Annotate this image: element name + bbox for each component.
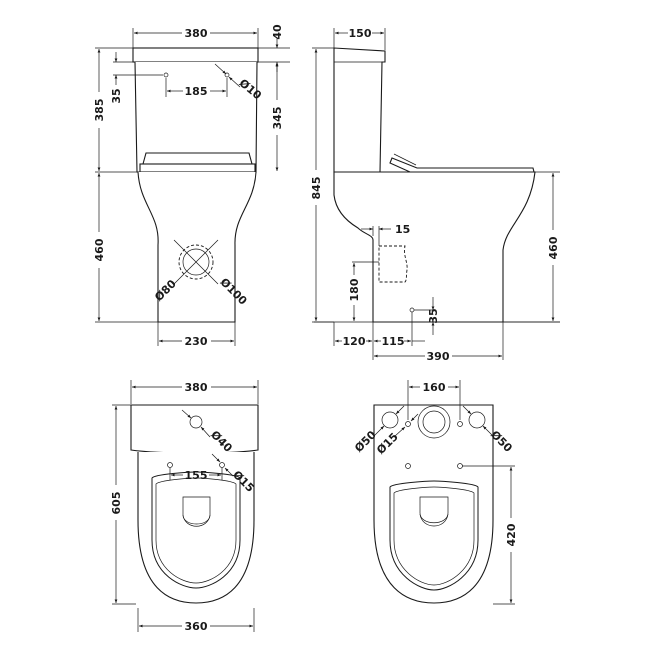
- underside-hinge-cutout: [419, 496, 449, 524]
- dim-side-fixing-from-wall: 115: [382, 335, 405, 348]
- dim-front-lid-height: 40: [271, 24, 284, 40]
- dim-side-overall-height: 845: [310, 177, 323, 200]
- dim-underside-bolt-spacing: 160: [423, 381, 446, 394]
- underside-outlet-outer: [417, 405, 451, 439]
- underside-bolt-hole-right: [457, 421, 463, 427]
- underside-hinge-hole-left: [405, 463, 411, 469]
- seat-rim: [139, 163, 256, 173]
- dim-side-waste-offset: 15: [395, 223, 410, 236]
- dim-side-cistern-depth: 150: [349, 27, 372, 40]
- dim-plan-hinge-spacing: 155: [185, 469, 208, 482]
- front-elevation-view: 380 40 345 385 35 185 Ø10: [93, 24, 290, 348]
- dim-side-foot-depth: 390: [427, 350, 450, 363]
- flush-hole-left: [163, 72, 169, 78]
- side-elevation-view: 150 845 460 15 180 35: [310, 27, 560, 363]
- plan-view: 380 Ø40 Ø15 155 605 360: [110, 380, 259, 633]
- dim-front-hole-offset: 35: [110, 88, 123, 103]
- underside-hole-right-50: [468, 411, 486, 429]
- plan-hinge-hole-left: [167, 462, 173, 468]
- cistern-lid: [132, 47, 259, 63]
- underside-hole-left-50: [381, 411, 399, 429]
- outlet-outer-circle: [178, 244, 214, 280]
- dim-plan-cistern-width: 380: [185, 381, 208, 394]
- dim-front-hole-spacing: 185: [185, 85, 208, 98]
- dim-front-cistern-width: 380: [185, 27, 208, 40]
- dim-side-pan-height: 460: [547, 236, 560, 259]
- underside-outline: [373, 404, 494, 604]
- dim-plan-pan-width: 360: [185, 620, 208, 633]
- plan-flush-hole: [189, 415, 203, 429]
- underside-seat-outline: [389, 480, 479, 591]
- outlet-inner-circle: [182, 248, 210, 276]
- flush-hole-right: [224, 72, 230, 78]
- side-pan: [333, 171, 536, 323]
- side-seat: [389, 157, 535, 173]
- dim-front-foot-width: 230: [185, 335, 208, 348]
- dim-underside-hinge-to-front: 420: [505, 523, 518, 546]
- side-cistern: [333, 47, 386, 173]
- dim-front-cistern-body-height: 345: [271, 107, 284, 130]
- dim-side-fixing-height: 35: [427, 308, 440, 323]
- dim-plan-overall-depth: 605: [110, 492, 123, 515]
- underside-outlet-inner: [422, 410, 446, 434]
- dim-side-waste-height: 180: [348, 278, 361, 301]
- plan-pan-outline: [137, 452, 255, 604]
- underside-bolt-hole-left: [405, 421, 411, 427]
- dim-front-cistern-total-height: 385: [93, 99, 106, 122]
- underside-view: 160 Ø50 Ø15 Ø50 420: [352, 380, 518, 605]
- plan-hinge-hole-right: [219, 462, 225, 468]
- seat-front: [142, 152, 253, 165]
- side-waste-outlet: [378, 245, 408, 283]
- plan-seat-outline: [151, 471, 241, 589]
- dim-front-pan-height: 460: [93, 238, 106, 261]
- plan-cistern: [130, 404, 259, 454]
- dim-side-rear-offset: 120: [343, 335, 366, 348]
- pan-body: [137, 171, 257, 323]
